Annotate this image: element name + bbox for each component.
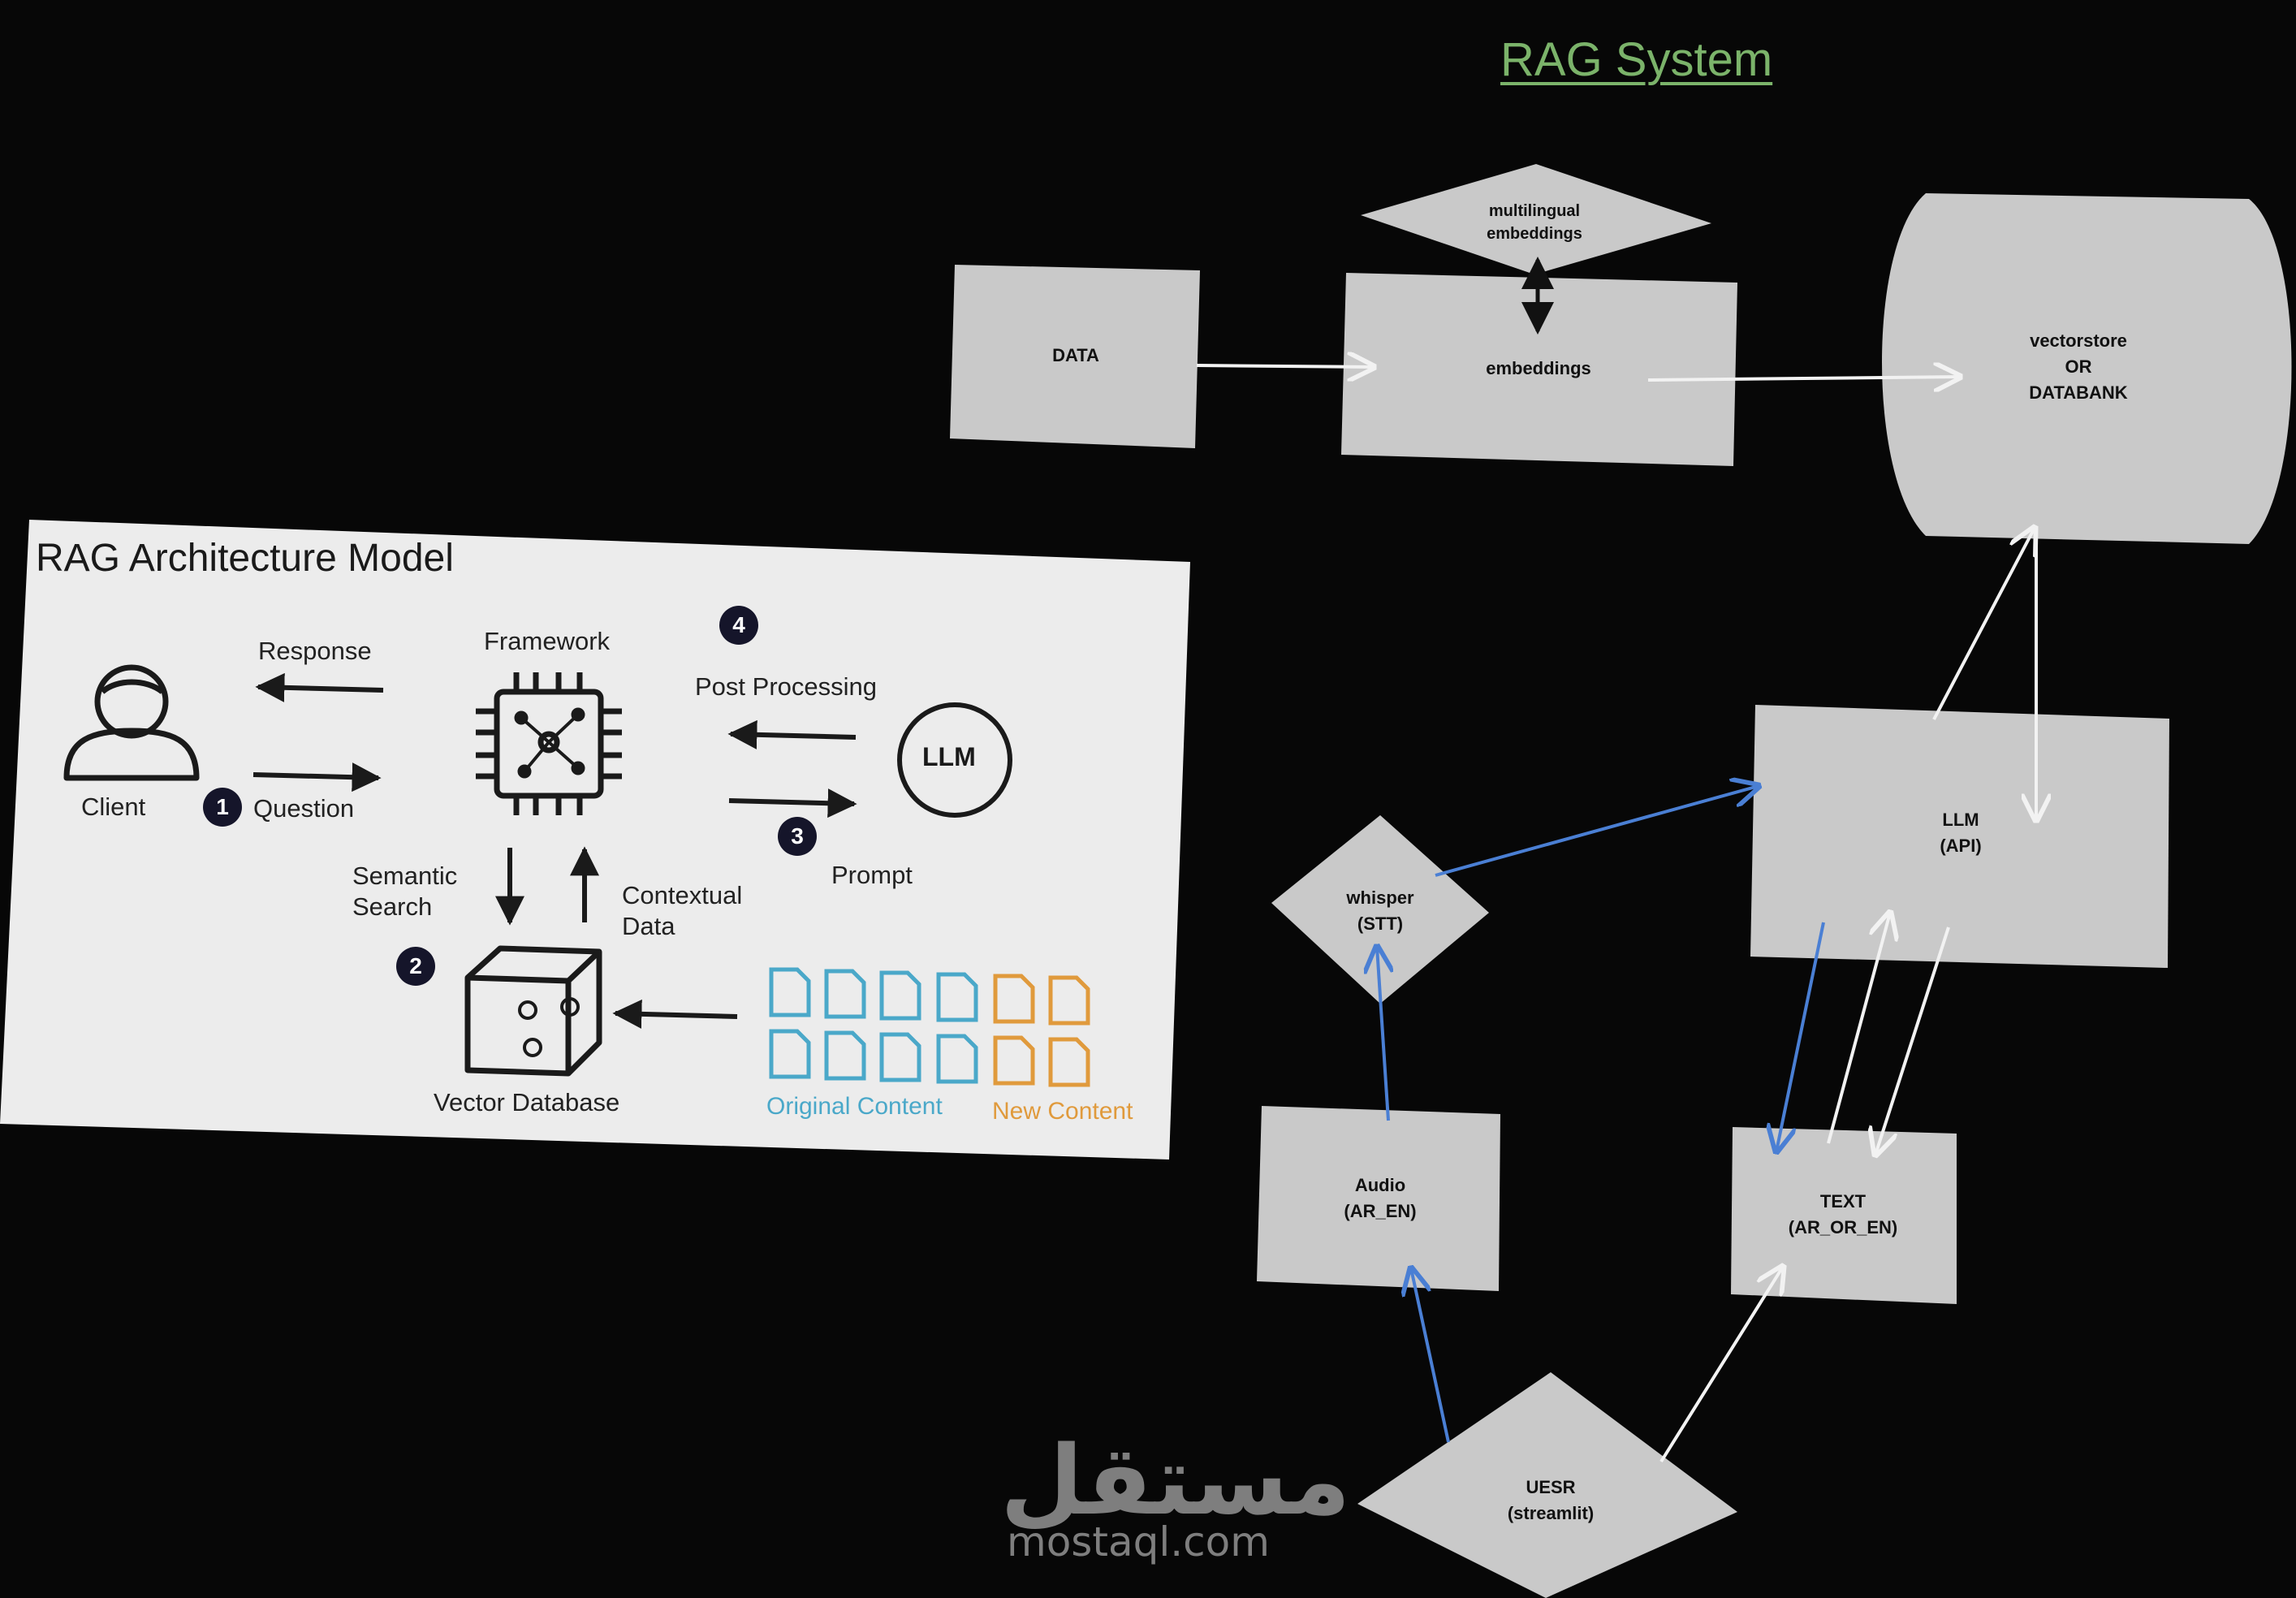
framework-label: Framework [484,627,611,655]
original-content-label: Original Content [766,1093,943,1120]
response-label: Response [258,637,372,665]
whisper-node-shape [1271,815,1489,1004]
step-number-4: 4 [732,612,745,637]
arrow-post-processing [727,719,857,749]
llm-circle [897,702,1012,818]
multilingual-node-shape [1361,164,1711,274]
arrow-llm-to-text [1875,926,1950,1155]
step-badge-2 [396,947,435,986]
data-node-shape [950,265,1200,448]
vector-database-cube-icon [464,945,602,1077]
step-number-2: 2 [409,953,422,978]
multilingual-node: multilingual embeddings [1487,202,1582,243]
contextual-data-label: Contextual Data [622,881,743,940]
step-badge-4 [719,606,758,645]
semantic-search-label: Semantic Search [352,862,458,921]
client-label: Client [81,793,146,821]
embeddings-node: embeddings [1486,358,1591,378]
arrow-prompt [728,788,857,818]
watermark-arabic: مستقل [1000,1424,1351,1536]
arrow-content-to-database [612,999,738,1029]
step-badge-3 [778,817,817,856]
new-content-label: New Content [992,1098,1133,1125]
audio-node-shape [1257,1106,1500,1291]
post-processing-label: Post Processing [695,672,877,701]
whisper-node: whisper (STT) [1346,888,1414,934]
text-node-shape [1731,1127,1957,1304]
user-node: UESR (streamlit) [1507,1477,1595,1523]
diagram-title: RAG System [1500,33,1773,86]
vector-database-label: Vector Database [434,1088,620,1116]
arrow-user-to-audio [1411,1268,1450,1443]
question-label: Question [253,794,355,823]
arrow-embeddings-to-vectorstore [1647,377,1960,380]
original-content-documents [769,967,978,1084]
step-badge-1 [203,788,242,827]
data-node: DATA [1052,345,1099,365]
llm-api-node-shape [1750,705,2169,968]
vectorstore-node: vectorstore OR DATABANK [2029,330,2128,403]
client-user-icon [63,664,200,781]
architecture-title: RAG Architecture Model [36,537,454,580]
watermark-latin: mostaql.com [1007,1518,1270,1566]
arrow-llm-to-text-blue [1776,922,1825,1151]
vectorstore-node-shape [1882,193,2292,544]
architecture-card [0,520,1190,1160]
arrow-data-to-embeddings [1196,365,1374,367]
arrow-audio-to-whisper [1377,947,1388,1121]
arrow-whisper-to-llm [1435,786,1759,877]
step-number-1: 1 [216,794,229,819]
llm-label: LLM [922,742,976,771]
arrow-question [252,762,382,793]
framework-chip-icon [476,672,622,815]
prompt-label: Prompt [831,861,913,889]
new-content-documents [993,974,1090,1087]
text-node: TEXT (AR_OR_EN) [1788,1191,1898,1237]
arrow-response [255,672,384,702]
step-number-3: 3 [791,823,804,849]
arrow-llm-to-vectorstore [1932,528,2035,720]
llm-api-node: LLM (API) [1940,810,1982,856]
arrow-user-to-text [1659,1267,1783,1463]
embeddings-node-shape [1341,273,1737,466]
user-node-shape [1357,1372,1737,1598]
audio-node: Audio (AR_EN) [1344,1175,1417,1221]
arrow-text-to-llm [1827,913,1890,1144]
